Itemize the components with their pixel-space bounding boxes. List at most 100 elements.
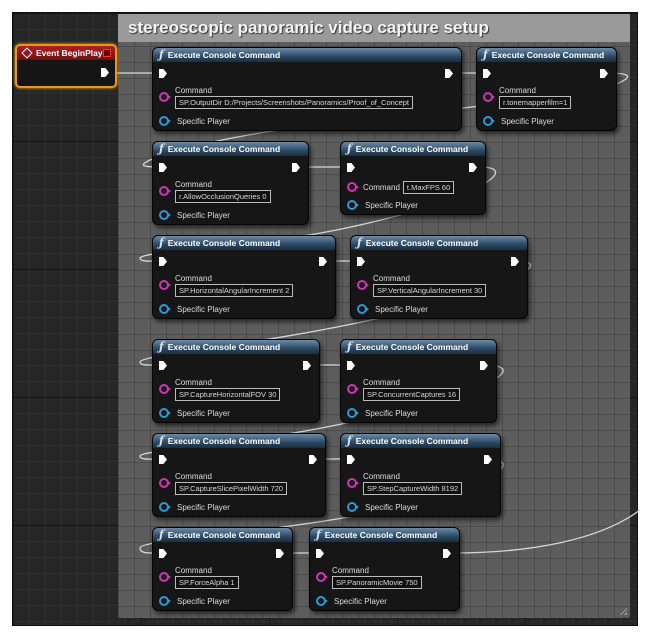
exec-in-pin[interactable] — [357, 257, 365, 266]
exec-out-pin[interactable] — [511, 257, 519, 266]
string-pin-icon[interactable] — [347, 478, 359, 488]
exec-out-pin[interactable] — [319, 257, 327, 266]
exec-out-pin[interactable] — [303, 361, 311, 370]
player-pin-icon[interactable] — [159, 502, 171, 512]
string-pin-icon[interactable] — [347, 182, 359, 192]
command-input[interactable]: SP.ConcurrentCaptures 16 — [363, 388, 461, 401]
string-pin-icon[interactable] — [483, 92, 495, 102]
specific-player-label: Specific Player — [177, 210, 230, 220]
function-icon: ƒ — [159, 434, 164, 447]
player-pin-icon[interactable] — [357, 304, 369, 314]
player-pin-icon[interactable] — [347, 502, 359, 512]
node-title: Execute Console Command — [167, 238, 281, 248]
function-icon: ƒ — [159, 142, 164, 155]
function-icon: ƒ — [347, 434, 352, 447]
exec-in-pin[interactable] — [483, 69, 491, 78]
exec-in-pin[interactable] — [159, 549, 167, 558]
command-input[interactable]: SP.StepCaptureWidth 8192 — [363, 482, 463, 495]
exec-out-pin[interactable] — [443, 549, 451, 558]
specific-player-label: Specific Player — [375, 304, 428, 314]
function-icon: ƒ — [347, 142, 352, 155]
exec-out-pin[interactable] — [484, 455, 492, 464]
string-pin-icon[interactable] — [159, 280, 171, 290]
player-pin-icon[interactable] — [347, 408, 359, 418]
command-label: Command — [373, 274, 410, 283]
string-pin-icon[interactable] — [357, 280, 369, 290]
player-pin-icon[interactable] — [483, 116, 495, 126]
exec-out-pin[interactable] — [445, 69, 453, 78]
node-title: Execute Console Command — [355, 436, 469, 446]
command-input[interactable]: SP.VerticalAngularIncrement 30 — [373, 284, 487, 297]
command-input[interactable]: SP.CaptureHorizontalFOV 30 — [175, 388, 281, 401]
exec-in-pin[interactable] — [347, 163, 355, 172]
command-input[interactable]: SP.PanoramicMovie 750 — [332, 576, 422, 589]
event-beginplay-node[interactable]: Event BeginPlay — [15, 44, 117, 88]
exec-in-pin[interactable] — [347, 361, 355, 370]
exec-out-pin[interactable] — [101, 68, 109, 77]
exec-in-pin[interactable] — [159, 361, 167, 370]
exec-out-pin[interactable] — [276, 549, 284, 558]
command-input[interactable]: SP.CaptureSlicePixelWidth 720 — [175, 482, 288, 495]
string-pin-icon[interactable] — [159, 572, 171, 582]
exec-in-pin[interactable] — [159, 455, 167, 464]
player-pin-icon[interactable] — [347, 200, 359, 210]
function-icon: ƒ — [159, 48, 164, 61]
command-label: Command — [332, 566, 369, 575]
command-label: Command — [175, 472, 212, 481]
string-pin-icon[interactable] — [159, 92, 171, 102]
player-pin-icon[interactable] — [159, 210, 171, 220]
command-input[interactable]: r.tonemapperfilm=1 — [499, 96, 572, 109]
command-label: Command — [363, 472, 400, 481]
node-title: Execute Console Command — [324, 530, 438, 540]
comment-title[interactable]: stereoscopic panoramic video capture set… — [118, 14, 630, 42]
player-pin-icon[interactable] — [159, 304, 171, 314]
exec-in-pin[interactable] — [347, 455, 355, 464]
string-pin-icon[interactable] — [159, 384, 171, 394]
specific-player-label: Specific Player — [334, 596, 387, 606]
command-label: Command — [175, 378, 212, 387]
function-icon: ƒ — [159, 528, 164, 541]
function-icon: ƒ — [316, 528, 321, 541]
command-input[interactable]: SP.HorizontalAngularIncrement 2 — [175, 284, 294, 297]
exec-in-pin[interactable] — [159, 163, 167, 172]
exec-out-pin[interactable] — [600, 69, 608, 78]
player-pin-icon[interactable] — [159, 116, 171, 126]
function-icon: ƒ — [159, 340, 164, 353]
exec-out-pin[interactable] — [292, 163, 300, 172]
exec-out-pin[interactable] — [480, 361, 488, 370]
player-pin-icon[interactable] — [159, 596, 171, 606]
string-pin-icon[interactable] — [316, 572, 328, 582]
exec-out-pin[interactable] — [309, 455, 317, 464]
command-input[interactable]: SP.ForceAlpha 1 — [175, 576, 239, 589]
command-input[interactable]: t.MaxFPS 60 — [402, 181, 455, 194]
function-icon: ƒ — [357, 236, 362, 249]
string-pin-icon[interactable] — [159, 478, 171, 488]
player-pin-icon[interactable] — [316, 596, 328, 606]
specific-player-label: Specific Player — [177, 116, 230, 126]
player-pin-icon[interactable] — [159, 408, 171, 418]
string-pin-icon[interactable] — [159, 186, 171, 196]
comment-resize-handle[interactable] — [619, 607, 627, 615]
node-title: Execute Console Command — [365, 238, 479, 248]
exec-in-pin[interactable] — [316, 549, 324, 558]
node-title: Execute Console Command — [167, 342, 281, 352]
command-input[interactable]: r.AllowOcclusionQueries 0 — [175, 190, 271, 203]
command-input[interactable]: SP.OutputDir D:/Projects/Screenshots/Pan… — [175, 96, 413, 109]
exec-out-pin[interactable] — [469, 163, 477, 172]
string-pin-icon[interactable] — [347, 384, 359, 394]
exec-in-pin[interactable] — [159, 69, 167, 78]
exec-in-pin[interactable] — [159, 257, 167, 266]
command-label: Command — [499, 86, 536, 95]
